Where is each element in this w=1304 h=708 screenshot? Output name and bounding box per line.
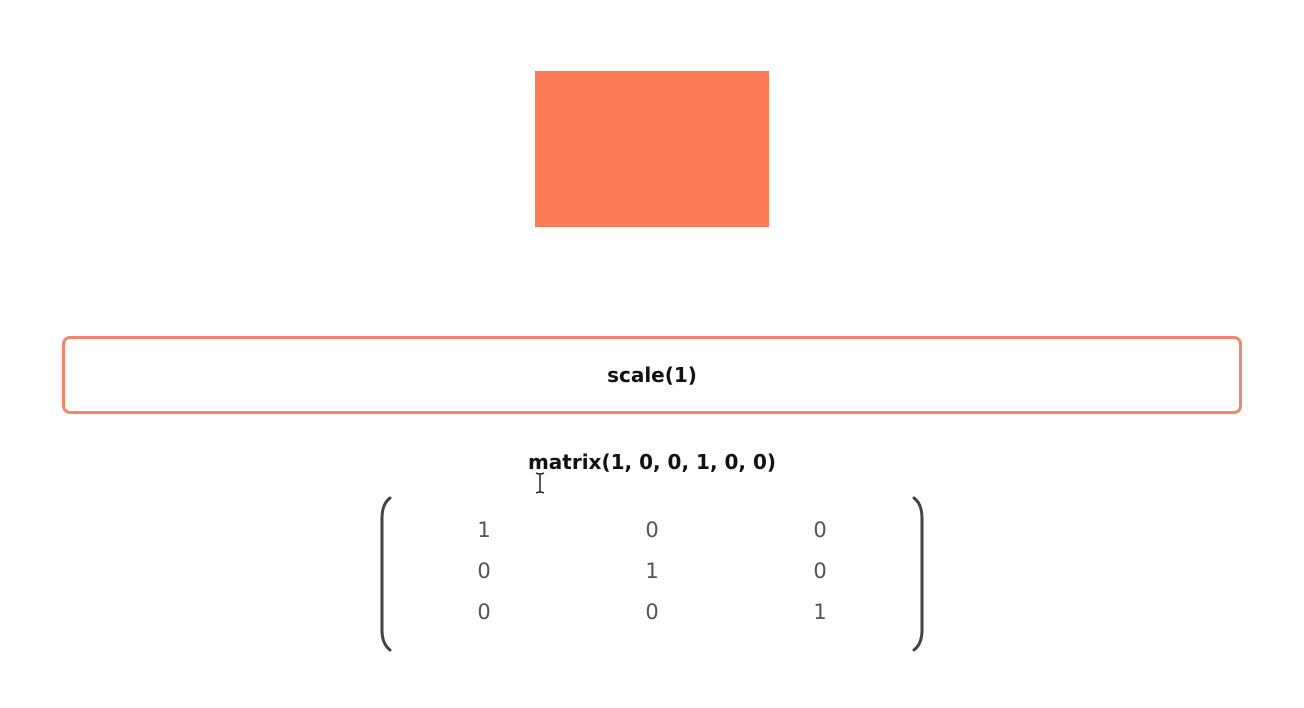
- matrix-cell: 1: [477, 518, 491, 542]
- matrix-cell: 0: [477, 600, 491, 624]
- matrix-cell: 0: [645, 518, 659, 542]
- left-bracket: [380, 496, 392, 652]
- matrix-cell: 0: [813, 518, 827, 542]
- matrix-cell: 1: [813, 600, 827, 624]
- matrix-label: matrix(1, 0, 0, 1, 0, 0): [527, 450, 777, 474]
- transform-input[interactable]: scale(1): [62, 336, 1242, 414]
- matrix-cell: 1: [645, 559, 659, 583]
- matrix-cell: 0: [813, 559, 827, 583]
- right-bracket: [912, 496, 924, 652]
- matrix-display: 1 0 0 0 1 0 0 0 1: [380, 496, 924, 652]
- transformed-box: [535, 71, 769, 227]
- text-cursor-icon: [535, 472, 545, 494]
- matrix-grid: 1 0 0 0 1 0 0 0 1: [400, 510, 904, 633]
- matrix-cell: 0: [477, 559, 491, 583]
- matrix-cell: 0: [645, 600, 659, 624]
- transform-input-value: scale(1): [607, 363, 697, 387]
